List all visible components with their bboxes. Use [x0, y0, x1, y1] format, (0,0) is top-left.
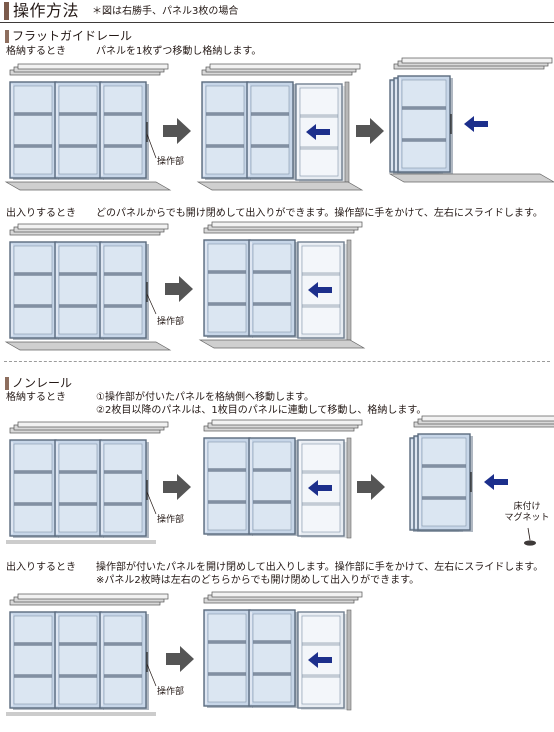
row-description: ※パネル2枚時は左右のどちらからでも開け閉めして出入りができます。 [96, 575, 420, 586]
figure-flat-store-moving [196, 63, 364, 191]
left-arrow-icon [308, 652, 332, 668]
figure-flat-store-stacked [388, 57, 554, 183]
leader-line [146, 491, 157, 515]
right-arrow-icon [163, 474, 191, 500]
floor-rail [196, 181, 364, 191]
row-description: どのパネルからでも開け閉めして出入りができます。操作部に手をかけて、左右にスライ… [96, 208, 543, 219]
page-header: 操作方法 ＊図は右勝手、パネル3枚の場合 [0, 0, 554, 23]
door-panel [397, 75, 453, 174]
row-label: 格納するとき [6, 392, 66, 403]
row-description: 操作部が付いたパネルを開け閉めして出入りします。操作部に手をかけて、左右にスライ… [96, 562, 544, 573]
side-guide [346, 239, 352, 341]
figure-nonrail-entry-closed [6, 593, 169, 716]
figure-nonrail-store-stacked [409, 415, 554, 532]
figure-nonrail-store-closed [6, 421, 169, 544]
section-title-nonrail: ノンレール [12, 376, 73, 390]
door-panel [203, 437, 253, 536]
left-arrow-icon [308, 480, 332, 496]
door-panel [54, 81, 104, 180]
right-arrow-icon [356, 118, 384, 144]
floor-line [6, 712, 156, 716]
door-panel [203, 609, 253, 708]
leader-line [146, 133, 157, 159]
door-panel [248, 437, 298, 536]
operation-part-label: 操作部 [157, 515, 185, 525]
door-panel [248, 239, 298, 338]
right-arrow-icon [163, 118, 191, 144]
left-arrow-icon [308, 282, 332, 298]
row-label: 出入りするとき [6, 208, 76, 219]
ceiling-rail [393, 57, 553, 70]
section-bar-nonrail [5, 377, 9, 390]
header-rule [0, 22, 554, 23]
floor-magnet-callout: 床付け マグネット [502, 502, 552, 524]
section-divider [4, 361, 550, 362]
ceiling-rail [201, 63, 361, 76]
section-title-flat: フラットガイドレール [12, 29, 133, 43]
door-panel [248, 609, 298, 708]
door-panel [99, 611, 149, 710]
floor-rail [388, 173, 554, 183]
floor-rail [4, 181, 172, 191]
door-panel [9, 611, 59, 710]
left-arrow-icon [484, 474, 508, 490]
callout-line: 床付け [513, 502, 541, 512]
door-panel [99, 241, 149, 340]
door-panel [201, 81, 251, 180]
side-guide [344, 81, 350, 183]
figure-flat-entry-moving [198, 221, 366, 349]
door-panel [99, 81, 149, 180]
ceiling-rail [203, 221, 363, 234]
side-guide [346, 609, 352, 711]
ceiling-rail [9, 593, 169, 606]
door-panel [203, 239, 253, 338]
section-bar-flat [5, 30, 9, 43]
figure-flat-entry-closed [4, 223, 172, 351]
door-panel [9, 439, 59, 538]
row-label: 出入りするとき [6, 562, 76, 573]
header-accent-bar [4, 2, 9, 20]
door-panel [9, 81, 59, 180]
ceiling-rail [203, 419, 363, 432]
figure-flat-store-closed [4, 63, 172, 191]
leader-line [146, 293, 157, 315]
left-arrow-icon [306, 124, 330, 140]
door-panel [246, 81, 296, 180]
door-panel [54, 611, 104, 710]
callout-line: マグネット [504, 513, 550, 523]
page-note: ＊図は右勝手、パネル3枚の場合 [92, 6, 239, 17]
floor-magnet-icon [524, 527, 536, 546]
door-panel [297, 241, 347, 340]
figure-nonrail-entry-moving [203, 591, 363, 711]
ceiling-rail [9, 223, 169, 236]
door-panel [54, 439, 104, 538]
door-panel [417, 433, 473, 532]
row-description: パネルを1枚ずつ移動し格納します。 [96, 46, 262, 57]
right-arrow-icon [165, 276, 193, 302]
page-title: 操作方法 [13, 1, 80, 20]
right-arrow-icon [166, 646, 194, 672]
door-panel [54, 241, 104, 340]
door-panel [9, 241, 59, 340]
operation-part-label: 操作部 [157, 687, 185, 697]
row-description: ①操作部が付いたパネルを格納側へ移動します。 [96, 392, 314, 403]
door-panel [99, 439, 149, 538]
operation-part-label: 操作部 [157, 157, 185, 167]
leader-line [146, 663, 157, 687]
ceiling-rail [9, 63, 169, 76]
ceiling-rail [203, 591, 363, 604]
row-description: ②2枚目以降のパネルは、1枚目のパネルに連動して移動し、格納します。 [96, 405, 427, 416]
floor-rail [198, 339, 366, 349]
floor-rail [4, 341, 172, 351]
left-arrow-icon [464, 116, 488, 132]
floor-line [6, 540, 156, 544]
right-arrow-icon [357, 474, 385, 500]
figure-nonrail-store-moving [203, 419, 363, 539]
ceiling-rail [9, 421, 169, 434]
ceiling-rail [413, 415, 554, 428]
row-label: 格納するとき [6, 46, 66, 57]
operation-part-label: 操作部 [157, 317, 185, 327]
side-guide [346, 437, 352, 539]
